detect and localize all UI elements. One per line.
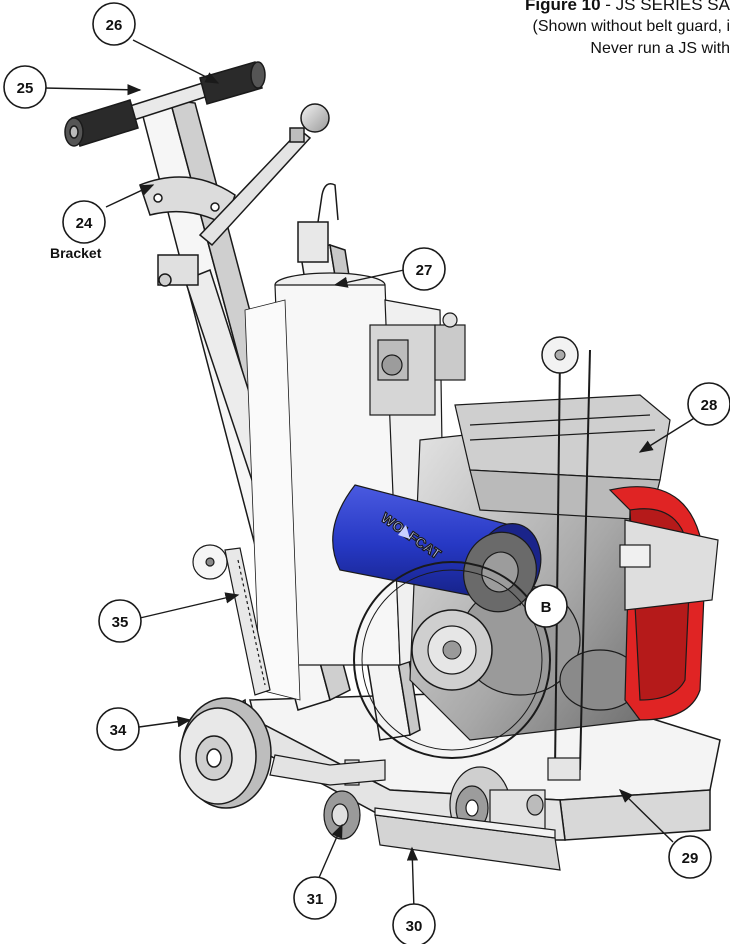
svg-text:25: 25 [17, 80, 34, 97]
callout-34: 34 [96, 707, 140, 751]
caption-line-3: Never run a JS with [590, 40, 730, 57]
callouts: 24 25 26 27 28 29 [3, 2, 730, 944]
svg-text:30: 30 [406, 918, 423, 935]
callout-31: 31 [293, 876, 337, 920]
left-grip [64, 99, 139, 147]
callout-29: 29 [668, 835, 712, 879]
svg-text:31: 31 [307, 891, 324, 908]
callout-27: 27 [402, 247, 446, 291]
caption-line-2: (Shown without belt guard, i [532, 18, 730, 35]
svg-text:B: B [541, 599, 552, 616]
callout-B: B [524, 584, 568, 628]
bracket [139, 103, 330, 287]
rear-wheel [179, 697, 272, 809]
svg-text:26: 26 [106, 17, 123, 34]
bracket-label: Bracket [50, 245, 102, 261]
svg-text:27: 27 [416, 262, 433, 279]
callout-26: 26 [92, 2, 136, 46]
depth-indicator [192, 544, 271, 696]
callout-24: 24 [62, 200, 106, 244]
red-guard [608, 486, 719, 721]
callout-35: 35 [98, 599, 142, 643]
figure-caption: Figure 10 - JS SERIES SA (Shown without … [400, 0, 730, 60]
control-box [369, 312, 466, 416]
handle-bar [64, 61, 266, 147]
callout-28: 28 [687, 382, 730, 426]
front-bar [374, 807, 561, 871]
figure-title: - JS SERIES SA [600, 0, 730, 14]
svg-text:34: 34 [110, 722, 127, 739]
svg-text:29: 29 [682, 850, 699, 867]
leader-lines [43, 39, 697, 911]
svg-text:35: 35 [112, 614, 129, 631]
belt-drive [353, 336, 591, 781]
right-grip [199, 61, 266, 105]
svg-text:24: 24 [76, 215, 93, 232]
svg-text:28: 28 [701, 397, 718, 414]
callout-25: 25 [3, 65, 47, 109]
figure-label: Figure 10 [524, 0, 601, 14]
callout-30: 30 [392, 903, 436, 944]
